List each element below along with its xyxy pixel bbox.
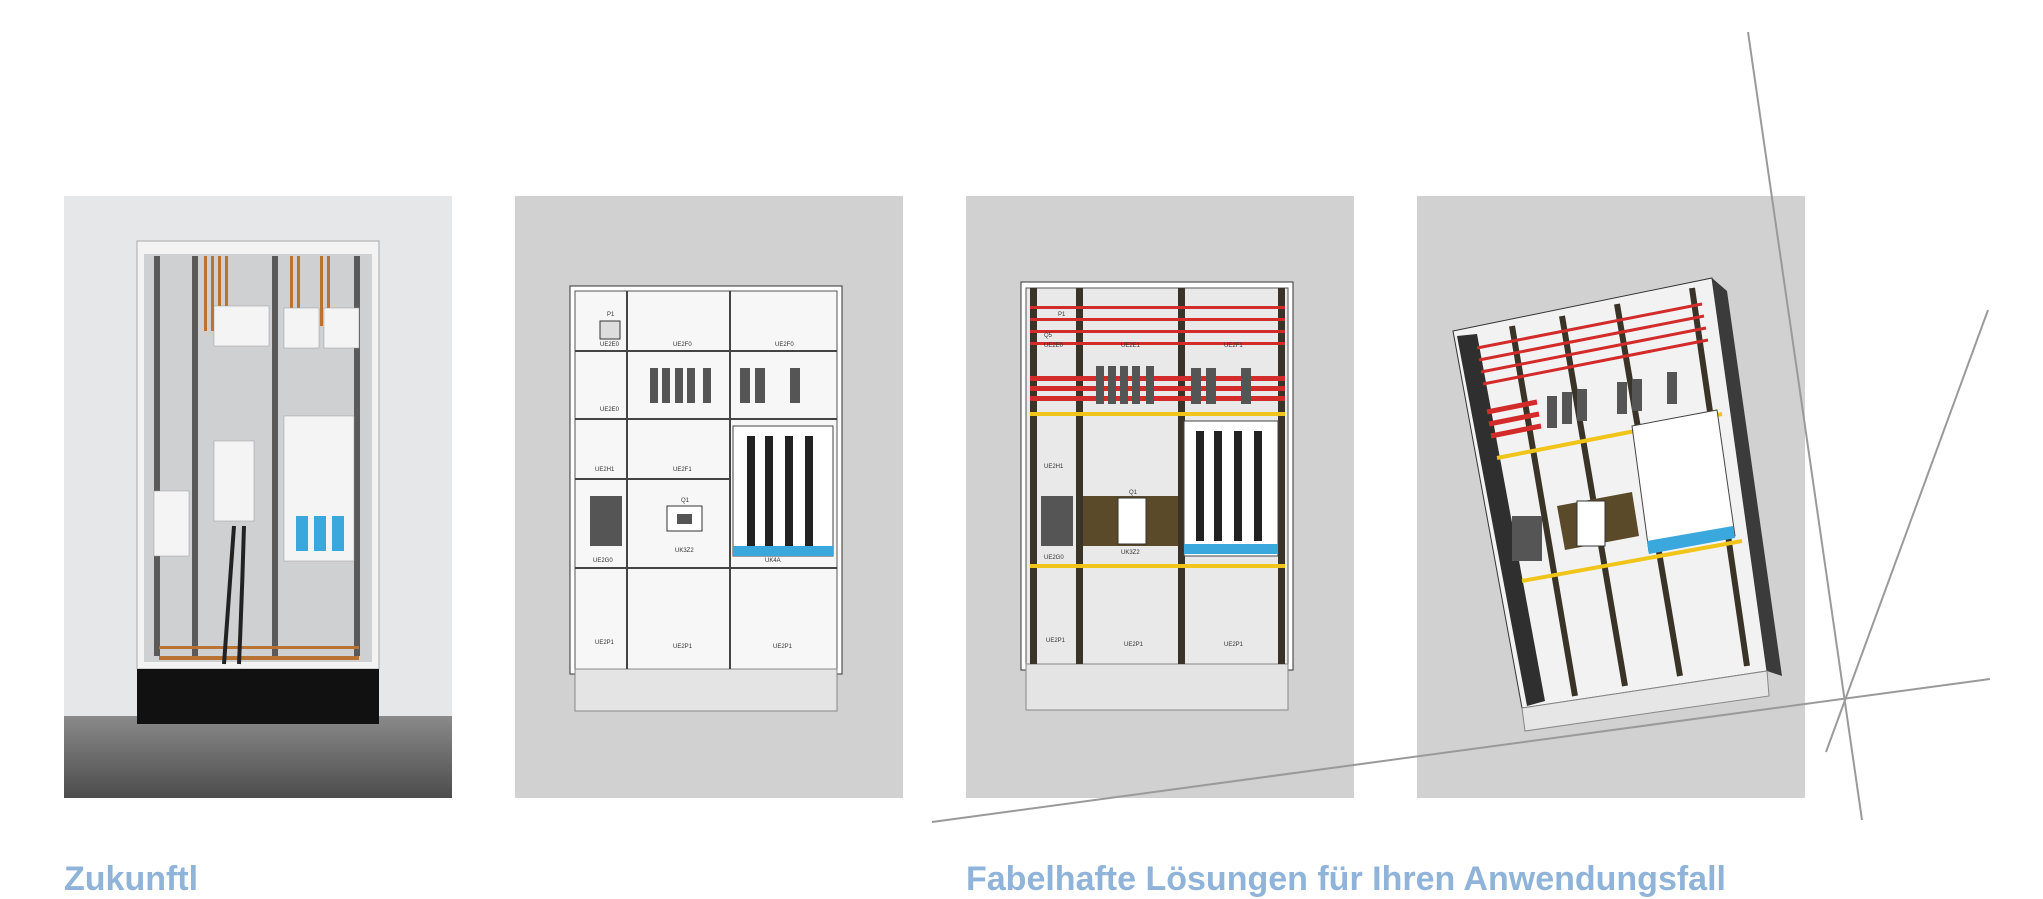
label-ue2g0: UE2G0 [593,558,613,564]
label-ue2f1: UE2F1 [1224,343,1243,349]
label-ue2p1-c: UE2P1 [773,644,793,650]
label-uk3z2: UK3Z2 [675,548,694,554]
label-ue2p1-a: UE2P1 [1046,638,1066,644]
cabinet-photo-panel [64,196,452,798]
label-ue2e0-b: UE2E0 [600,407,620,413]
label-ue2p1-a: UE2P1 [595,640,615,646]
label-ue2f0-b: UE2F0 [775,342,794,348]
label-ue2e0: UE2E0 [600,342,620,348]
label-ue2f0-a: UE2F0 [673,342,692,348]
front-view-drawing-panel: P1 UE2E0 UE2F0 UE2F0 UE2E0 UE2H1 UE2F1 Q… [515,196,903,798]
label-ue2p1-c: UE2P1 [1224,642,1244,648]
busbar-view-drawing-panel: P1 Q5 UE2E0 UE2E1 UE2F1 UE2H1 Q1 UK3Z2 U… [966,196,1354,798]
label-ue2g0: UE2G0 [1044,555,1064,561]
label-q1: Q1 [681,498,690,504]
label-p1: P1 [607,312,615,318]
label-ue2e0: UE2E0 [1044,343,1064,349]
footer-heading-left: Zukunftl [64,860,199,898]
label-ue2f1: UE2F1 [673,467,692,473]
label-ue2h1: UE2H1 [1044,464,1064,470]
perspective-3d-drawing-panel [1417,196,1805,798]
label-q1: Q1 [1129,490,1138,496]
decorative-lines [931,31,1991,823]
label-ue2e1: UE2E1 [1121,343,1141,349]
label-p1: P1 [1058,312,1066,318]
label-ue2p1-b: UE2P1 [673,644,693,650]
label-uk3z2: UK3Z2 [1121,550,1140,556]
label-q5: Q5 [1044,333,1053,339]
cabinet-busbar-drawing-icon: P1 Q5 UE2E0 UE2E1 UE2F1 UE2H1 Q1 UK3Z2 U… [1020,281,1294,711]
label-ue2p1-b: UE2P1 [1124,642,1144,648]
cabinet-front-drawing-icon: P1 UE2E0 UE2F0 UE2F0 UE2E0 UE2H1 UE2F1 Q… [569,285,843,712]
electrical-cabinet-photo-icon [64,196,452,798]
cabinet-3d-drawing-icon [1452,277,1782,732]
label-uk4a: UK4A [765,558,781,564]
footer-heading-right: Fabelhafte Lösungen für Ihren Anwendungs… [966,860,1726,898]
label-ue2h1: UE2H1 [595,467,615,473]
